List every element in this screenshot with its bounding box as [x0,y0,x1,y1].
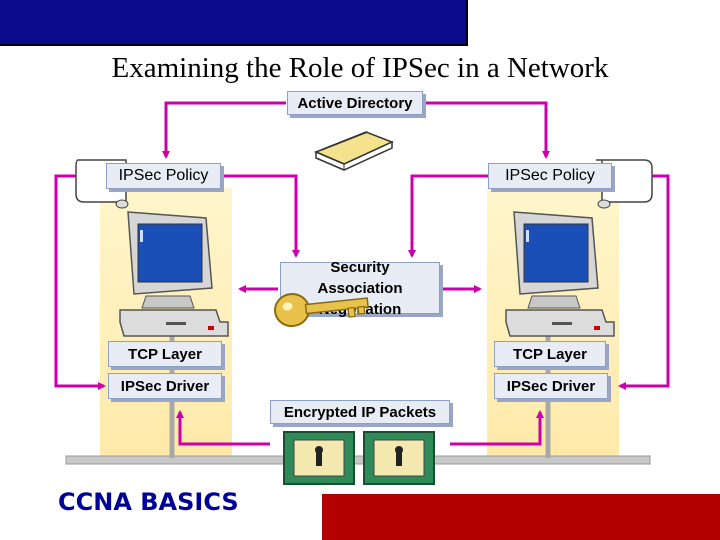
book-icon [314,131,394,171]
encrypted-packets-label: Encrypted IP Packets [270,400,450,424]
network-bus [65,455,651,465]
arrow-packets-right [450,410,544,446]
arrow-packets-left [176,410,270,446]
page-title: Examining the Role of IPSec in a Network [111,52,609,84]
lock-icon [395,446,403,466]
arrow-left-policy-to-sa [221,174,300,258]
right-ipsec-driver: IPSec Driver [494,373,608,399]
active-directory-label: Active Directory [287,91,423,115]
arrow-right-policy-to-driver [618,174,670,390]
top-banner [0,0,468,46]
bottom-banner [322,494,720,540]
left-tcp-layer: TCP Layer [108,341,222,367]
sa-line-3: Negotiation [318,300,402,318]
sa-line-1: Security [330,258,390,276]
computer-icon [505,211,615,337]
right-tcp-layer: TCP Layer [494,341,606,367]
arrow-ad-to-left-policy [162,101,286,159]
left-ipsec-policy: IPSec Policy [106,163,221,189]
arrow-ad-to-right-policy [424,101,550,159]
footer-brand: CCNA BASICS [58,488,239,516]
sa-line-2: Association [317,279,403,297]
arrow-left-policy-to-driver [54,174,106,390]
computer-icon [119,211,229,337]
right-ipsec-policy: IPSec Policy [488,163,612,189]
arrow-right-policy-to-sa [408,174,488,258]
left-ipsec-driver: IPSec Driver [108,373,222,399]
sa-negotiation-box: Security Association Negotiation [280,259,440,318]
lock-icon [315,446,323,466]
